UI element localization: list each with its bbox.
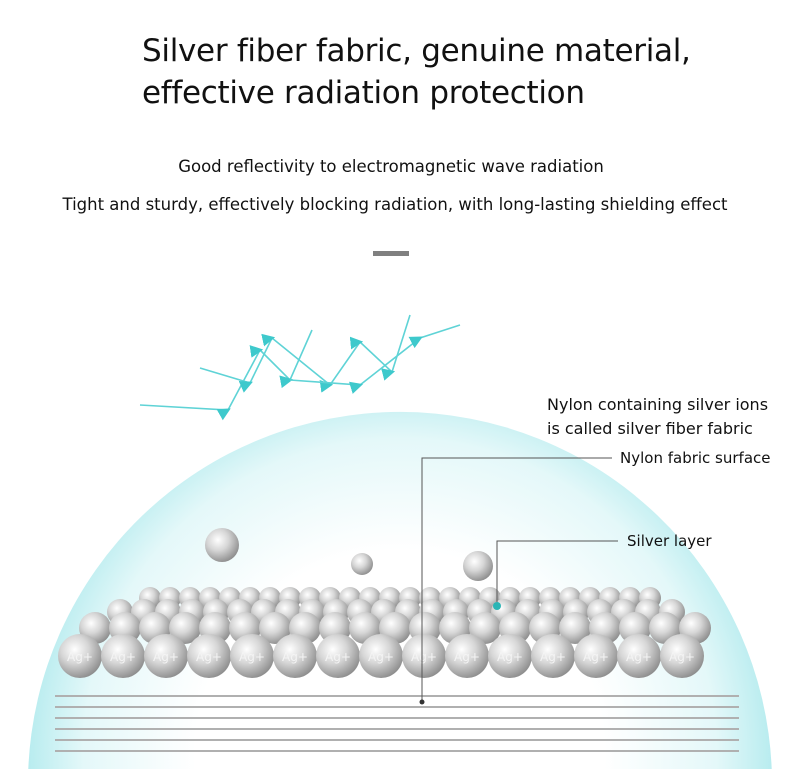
ion-label: Ag+ [67, 650, 93, 664]
ion-label: Ag+ [239, 650, 265, 664]
shield-dome [28, 411, 772, 769]
label-silver-layer: Silver layer [627, 532, 712, 550]
ion-label: Ag+ [626, 650, 652, 664]
caption-line-1: Nylon containing silver ions [547, 395, 769, 414]
radiation-arrows [139, 314, 461, 421]
surface-marker [419, 699, 425, 705]
silver-ion-ball [58, 634, 102, 678]
label-nylon-surface: Nylon fabric surface [620, 449, 771, 467]
ion-label: Ag+ [454, 650, 480, 664]
floating-silver-ions [205, 528, 493, 581]
silver-ion-ball [230, 634, 274, 678]
radiation-arrow-2 [199, 314, 411, 393]
nylon-weave [55, 695, 739, 752]
silver-ion-ball [531, 634, 575, 678]
silver-ion-ball [316, 634, 360, 678]
ion-label: Ag+ [325, 650, 351, 664]
page-title: Silver fiber fabric, genuine material, e… [142, 30, 691, 114]
silver-ion-ball [445, 634, 489, 678]
silver-ion-layer: Ag+ Ag+ Ag+ Ag+ Ag+ Ag+ Ag+ Ag+ Ag+ Ag+ Ag+ Ag+ Ag+ A… [58, 587, 711, 678]
divider [373, 251, 409, 256]
floating-silver-ion [205, 528, 239, 562]
leader-lines [421, 457, 618, 700]
silver-ion-ball [469, 612, 501, 644]
title-line-2: effective radiation protection [142, 75, 585, 111]
silver-ion-ball [259, 612, 291, 644]
radiation-arrow-3 [289, 324, 461, 394]
subtitle-reflectivity: Good reflectivity to electromagnetic wav… [178, 157, 604, 176]
ion-label: Ag+ [669, 650, 695, 664]
ion-label: Ag+ [368, 650, 394, 664]
silver-ion-ball [488, 634, 532, 678]
silver-ion-ball [187, 634, 231, 678]
ion-label: Ag+ [282, 650, 308, 664]
ion-label: Ag+ [153, 650, 179, 664]
ion-label: Ag+ [583, 650, 609, 664]
silver-ion-ball [101, 634, 145, 678]
ion-label: Ag+ [540, 650, 566, 664]
silver-ion-ball [273, 634, 317, 678]
silver-ion-ball [559, 612, 591, 644]
silver-ion-ball [617, 634, 661, 678]
caption-line-2: is called silver fiber fabric [547, 419, 753, 438]
leader-line-silver [496, 540, 618, 605]
silver-ion-ball [660, 634, 704, 678]
leader-line-surface [421, 457, 612, 700]
ion-label: Ag+ [196, 650, 222, 664]
silver-ion-ball [169, 612, 201, 644]
silver-ion-ball [359, 634, 403, 678]
subtitle-shielding: Tight and sturdy, effectively blocking r… [62, 195, 728, 214]
silver-fiber-caption: Nylon containing silver ions is called s… [547, 393, 768, 441]
floating-silver-ion [351, 553, 373, 575]
silver-ion-ball [402, 634, 446, 678]
ion-label: Ag+ [411, 650, 437, 664]
silver-ion-ball [144, 634, 188, 678]
radiation-arrow-1 [139, 329, 313, 421]
silver-ion-ball [574, 634, 618, 678]
ion-label: Ag+ [110, 650, 136, 664]
ion-label: Ag+ [497, 650, 523, 664]
title-line-1: Silver fiber fabric, genuine material, [142, 33, 691, 69]
silver-layer-marker [493, 602, 501, 610]
floating-silver-ion [463, 551, 493, 581]
